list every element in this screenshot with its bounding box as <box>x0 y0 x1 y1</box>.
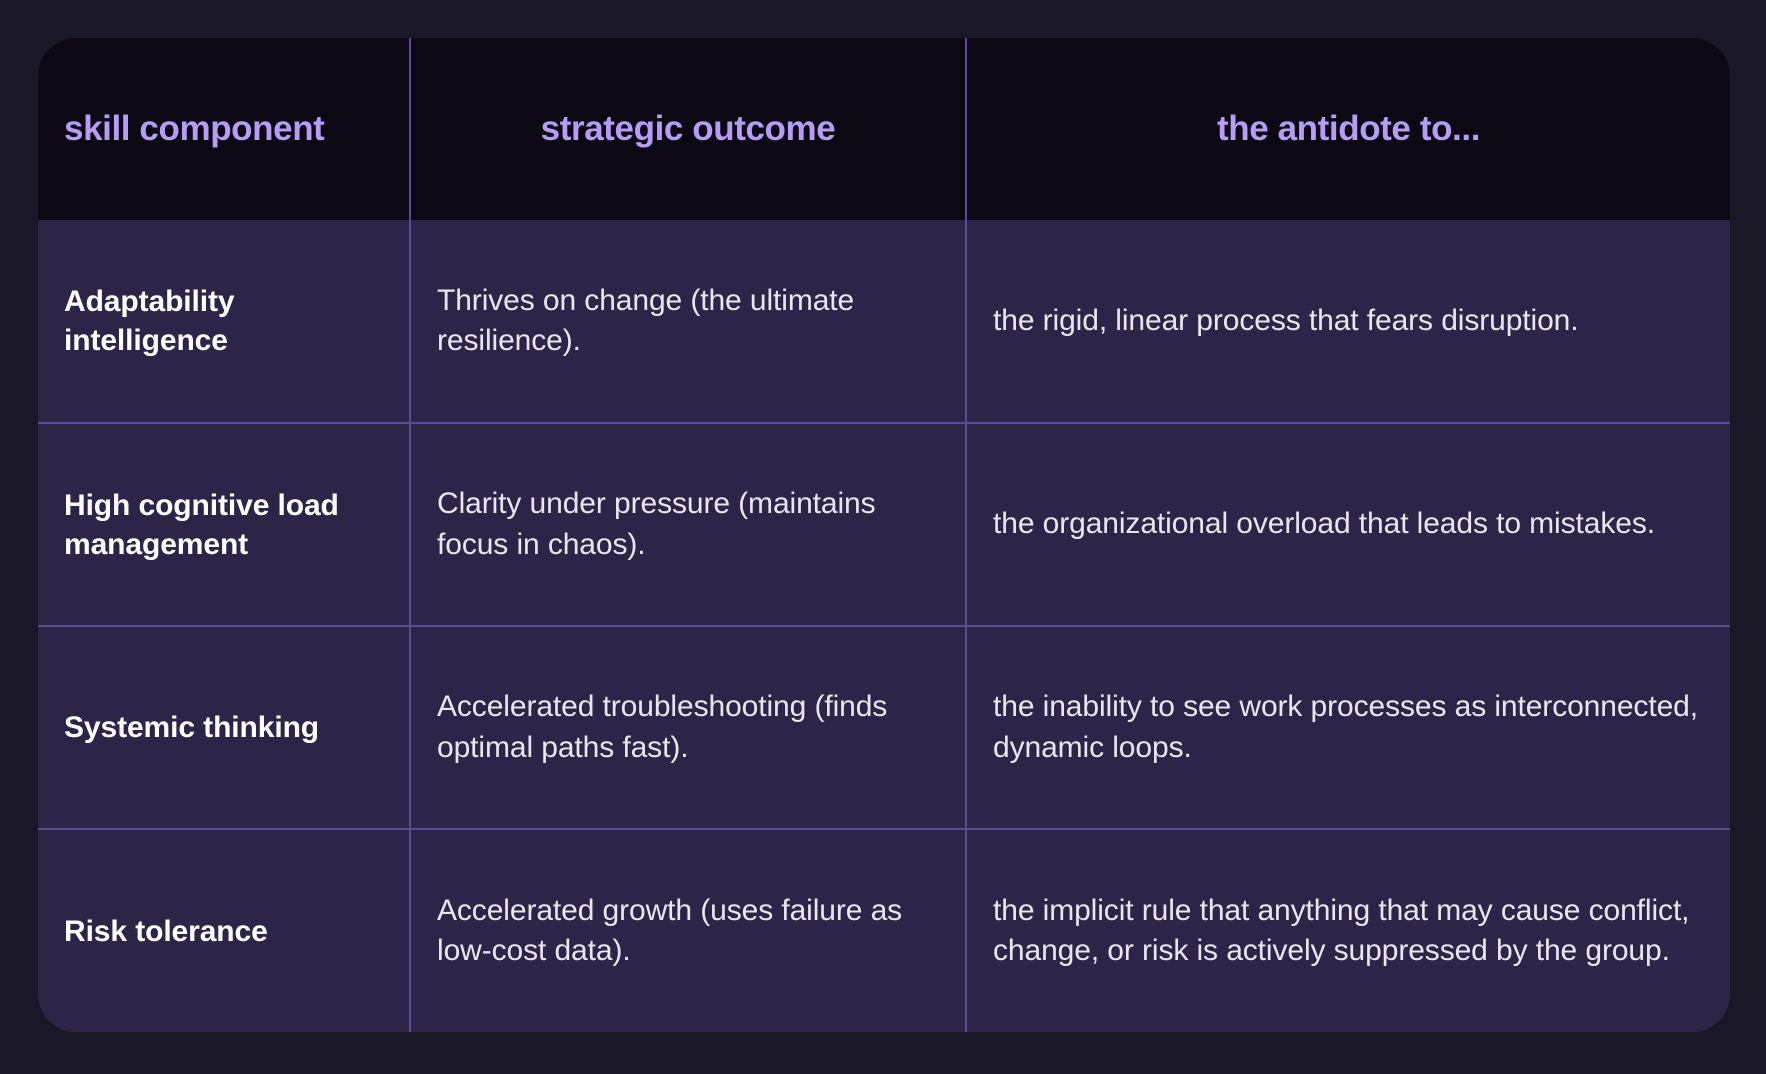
table-row: Risk tolerance Accelerated growth (uses … <box>38 828 1730 1032</box>
header-row: skill component strategic outcome the an… <box>38 38 1730 220</box>
antidote-text: the inability to see work processes as i… <box>993 690 1698 764</box>
antidote-text: the rigid, linear process that fears dis… <box>993 303 1579 337</box>
cell-antidote: the implicit rule that anything that may… <box>966 828 1730 1032</box>
cell-antidote: the rigid, linear process that fears dis… <box>966 220 1730 423</box>
cell-antidote: the organizational overload that leads t… <box>966 422 1730 626</box>
cell-strategic-outcome: Accelerated troubleshooting (finds optim… <box>410 625 967 829</box>
cell-skill-component: Adaptability intelligence <box>38 220 411 423</box>
table-row: Adaptability intelligence Thrives on cha… <box>38 220 1730 423</box>
antidote-text: the implicit rule that anything that may… <box>993 893 1690 967</box>
table-header: skill component strategic outcome the an… <box>38 38 1730 220</box>
table-body: Adaptability intelligence Thrives on cha… <box>38 220 1730 1032</box>
cell-skill-component: High cognitive load management <box>38 422 411 626</box>
cell-strategic-outcome: Thrives on change (the ultimate resilien… <box>410 220 967 423</box>
outcome-text: Thrives on change (the ultimate resilien… <box>437 283 855 357</box>
cell-skill-component: Systemic thinking <box>38 625 411 829</box>
column-header-strategic-outcome: strategic outcome <box>410 38 967 220</box>
skill-label: Adaptability intelligence <box>64 285 235 357</box>
table-row: High cognitive load management Clarity u… <box>38 422 1730 626</box>
antidote-text: the organizational overload that leads t… <box>993 507 1655 541</box>
skill-label: Systemic thinking <box>64 711 320 744</box>
cell-strategic-outcome: Clarity under pressure (maintains focus … <box>410 422 967 626</box>
outcome-text: Accelerated troubleshooting (finds optim… <box>437 690 888 764</box>
skill-label: Risk tolerance <box>64 914 268 948</box>
outcome-text: Clarity under pressure (maintains focus … <box>437 487 876 561</box>
column-header-skill-component: skill component <box>38 38 411 220</box>
skills-matrix-table: skill component strategic outcome the an… <box>38 38 1730 1032</box>
cell-skill-component: Risk tolerance <box>38 828 411 1032</box>
table-row: Systemic thinking Accelerated troublesho… <box>38 625 1730 829</box>
cell-antidote: the inability to see work processes as i… <box>966 625 1730 829</box>
outcome-text: Accelerated growth (uses failure as low-… <box>437 893 903 967</box>
cell-strategic-outcome: Accelerated growth (uses failure as low-… <box>410 828 967 1032</box>
column-header-antidote: the antidote to... <box>966 38 1730 220</box>
skills-matrix-card: skill component strategic outcome the an… <box>38 38 1730 1032</box>
skill-label: High cognitive load management <box>64 488 339 561</box>
